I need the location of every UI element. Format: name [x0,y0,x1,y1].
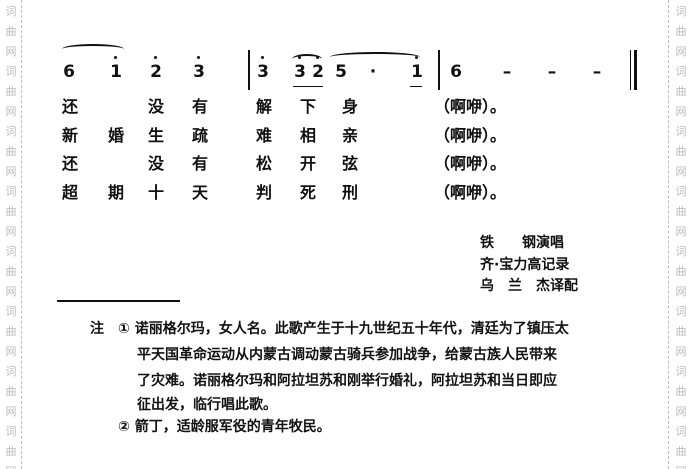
watermark: 词曲网 [5,245,17,298]
lyric: （啊咿）。 [434,97,507,116]
high-octave-dot [114,56,117,59]
note: 6 [63,62,75,82]
final-bar-line [634,50,637,90]
notes-label: 注 [90,321,104,337]
lyric: 相 [299,125,316,145]
lyric: 判 [255,182,272,202]
watermark: 词曲网 [675,65,687,118]
watermark: 词曲网 [675,365,687,418]
watermark: 词曲网 [675,125,687,178]
underline-beam [293,86,323,87]
credit-singer: 铁 钢演唱 [480,235,564,251]
note: 1 [109,56,123,82]
watermark: 词曲网 [5,365,17,418]
lyric: 生 [147,125,164,145]
lyric: 身 [341,97,358,116]
high-octave-dot [415,56,418,59]
lyric: 难 [255,125,272,145]
lyric: 亲 [341,125,358,145]
watermark: 词曲网 [675,425,687,469]
lyric: 没 [147,97,164,116]
watermark: 词曲网 [675,185,687,238]
note: 6 [450,62,462,82]
slur [62,44,124,54]
high-octave-dot [197,56,200,59]
note-line: 征出发，临行唱此歌。 [137,397,277,413]
note-line: ① 诺丽格尔玛，女人名。此歌产生于十九世纪五十年代，清廷为了镇压太 [118,321,569,337]
lyric: 天 [191,182,208,202]
watermark: 词曲网 [5,185,17,238]
credit-recorder: 齐·宝力高记录 [480,257,570,273]
lyric: 疏 [191,125,208,145]
lyric: （啊咿）。 [434,154,507,173]
high-octave-dot [154,56,157,59]
lyric: （啊咿）。 [434,125,507,145]
bar-line [438,50,440,90]
watermark: 词曲网 [675,245,687,298]
lyric: 新 [61,125,78,145]
high-octave-dot [316,56,319,59]
lyric: 有 [191,154,208,173]
lyric: 期 [107,182,124,202]
slur [330,52,420,62]
high-octave-dot [261,56,264,59]
divider [57,300,180,302]
credit-translator: 乌 兰 杰译配 [480,278,578,294]
note: 2 [311,56,325,82]
lyric: 超 [61,182,78,202]
watermark: 词曲网 [5,305,17,358]
watermark: 词曲网 [5,125,17,178]
underline-beam [410,86,422,87]
final-bar-line [630,50,631,90]
note: 2 [149,56,163,82]
left-margin-line [21,0,22,469]
lyric: 死 [299,182,316,202]
note: – [502,62,512,82]
note: 3 [192,56,206,82]
watermark: 词曲网 [5,5,17,58]
high-octave-dot [298,56,301,59]
note: 3 [256,56,270,82]
lyric: （啊咿）。 [434,182,507,202]
watermark: 词曲网 [675,5,687,58]
lyric: 开 [299,154,316,173]
note: 3 [293,56,307,82]
note: · [369,62,377,82]
note: – [547,62,557,82]
note: – [592,62,602,82]
lyric: 十 [147,182,164,202]
right-margin-line [668,0,669,469]
slur [292,54,322,64]
bar-line [248,50,250,90]
note: 5 [335,62,347,82]
watermark: 词曲网 [5,65,17,118]
note-line: 了灾难。诺丽格尔玛和阿拉坦苏和刚举行婚礼，阿拉坦苏和当日即应 [137,373,557,389]
lyric: 松 [255,154,272,173]
lyric: 还 [61,97,78,116]
note-line: 平天国革命运动从内蒙古调动蒙古骑兵参加战争，给蒙古族人民带来 [137,347,557,363]
lyric: 刑 [341,182,358,202]
watermark: 词曲网 [675,305,687,358]
note: 1 [410,56,424,82]
lyric: 有 [191,97,208,116]
lyric: 还 [61,154,78,173]
lyric: 下 [299,97,316,116]
note-line: ② 箭丁，适龄服军役的青年牧民。 [118,419,331,435]
watermark: 词曲网 [5,425,17,469]
lyric: 没 [147,154,164,173]
lyric: 婚 [107,125,124,145]
lyric: 解 [255,97,272,116]
lyric: 弦 [341,154,358,173]
